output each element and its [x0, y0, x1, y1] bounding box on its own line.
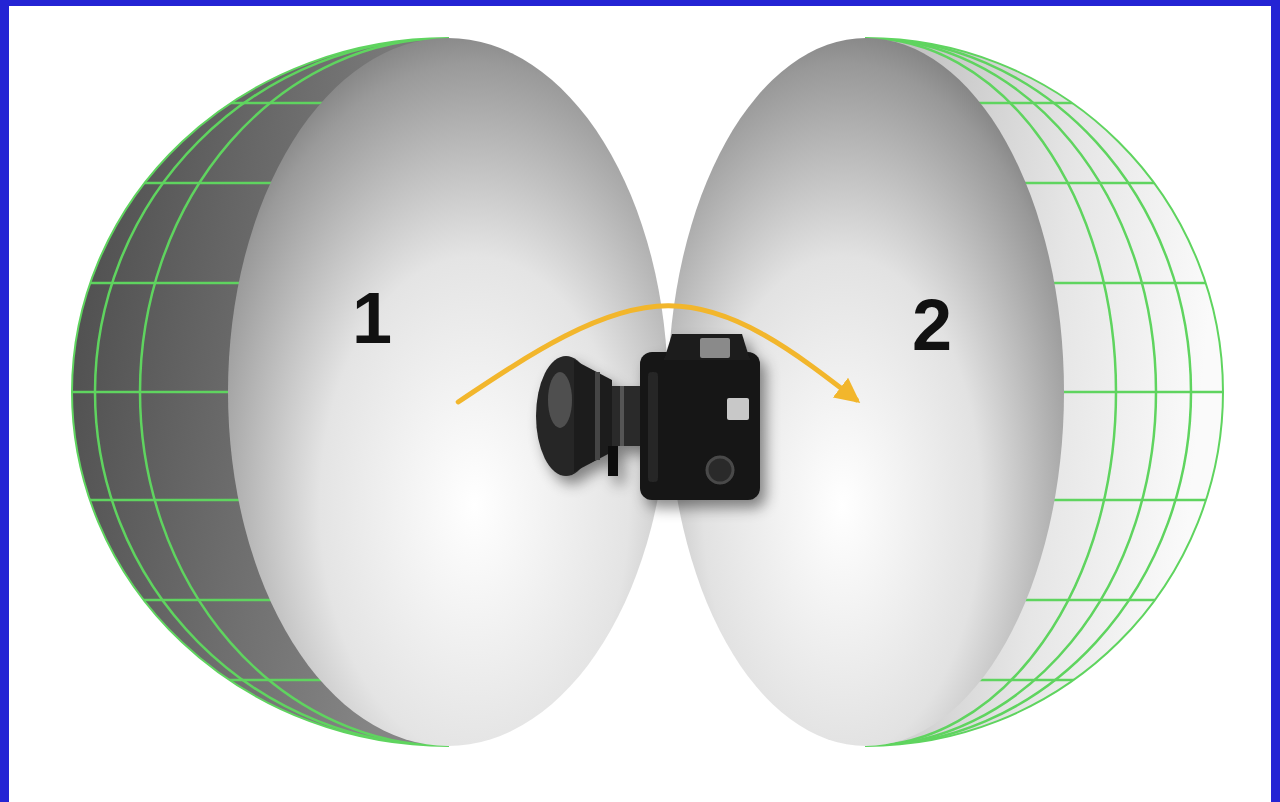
hemisphere-face [668, 38, 1064, 746]
rotation-arrow [458, 306, 856, 402]
top-display [700, 338, 730, 358]
hemisphere: 2 [668, 36, 1225, 748]
hemisphere-shape [72, 36, 668, 748]
callout-number: 2 [908, 285, 956, 365]
camera-prism [664, 334, 750, 360]
dome-grid [72, 38, 668, 746]
control-dial [707, 457, 733, 483]
dome-grid [668, 38, 1225, 746]
lens-adapter [612, 386, 640, 446]
hemisphere-face [228, 38, 668, 746]
callout-number: 1 [348, 278, 396, 358]
hemisphere-shape [668, 36, 1225, 748]
fisheye-glass [536, 356, 596, 476]
lens-ring [595, 372, 600, 460]
hemisphere: 1 [72, 36, 668, 748]
lens-highlight [548, 372, 572, 428]
adapter-ring [620, 386, 624, 446]
lens-foot [608, 446, 618, 476]
camera-grip [648, 372, 658, 482]
side-panel [727, 398, 749, 420]
camera-body [640, 352, 760, 500]
lens-barrel [574, 360, 612, 472]
